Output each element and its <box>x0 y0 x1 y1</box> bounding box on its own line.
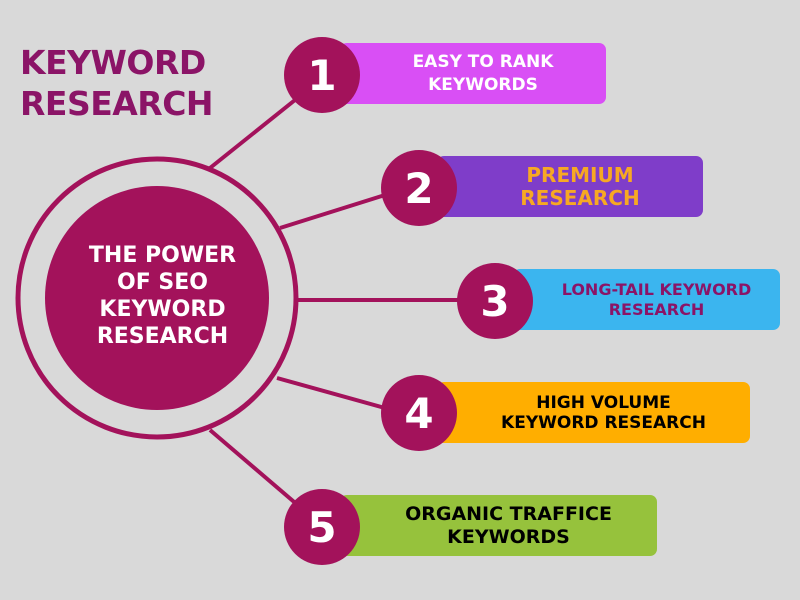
connector-4 <box>276 376 386 410</box>
page-title: KEYWORD RESEARCH <box>20 42 214 124</box>
item-text: PREMIUM <box>526 162 634 187</box>
item-text: LONG-TAIL KEYWORD <box>561 279 752 299</box>
item-text: HIGH VOLUME <box>536 392 671 413</box>
connector-2 <box>279 193 386 230</box>
number-badge-3: 3 <box>457 263 533 339</box>
center-circle <box>45 186 269 410</box>
number-badge-2: 2 <box>381 150 457 226</box>
item-text: KEYWORD RESEARCH <box>501 412 706 433</box>
item-text: ORGANIC TRAFFICE <box>405 502 612 525</box>
center-label: THE POWER OF SEO KEYWORD RESEARCH <box>60 242 265 350</box>
item-text: RESEARCH <box>608 299 705 319</box>
item-text: EASY TO RANK <box>412 51 554 72</box>
connector-1 <box>208 94 302 170</box>
center-line: OF SEO <box>117 270 208 295</box>
item-text: RESEARCH <box>520 185 640 210</box>
title-line: KEYWORD <box>20 43 206 82</box>
center-line: KEYWORD <box>99 297 226 322</box>
connector-5 <box>208 428 302 509</box>
item-text: KEYWORDS <box>428 74 538 95</box>
number-badge-1: 1 <box>284 37 360 113</box>
center-line: RESEARCH <box>96 324 229 349</box>
item-text: KEYWORDS <box>447 525 570 548</box>
outer-ring <box>15 156 299 440</box>
center-line: THE POWER <box>88 243 237 268</box>
number-badge-4: 4 <box>381 375 457 451</box>
title-line: RESEARCH <box>20 84 214 123</box>
number-badge-5: 5 <box>284 489 360 565</box>
